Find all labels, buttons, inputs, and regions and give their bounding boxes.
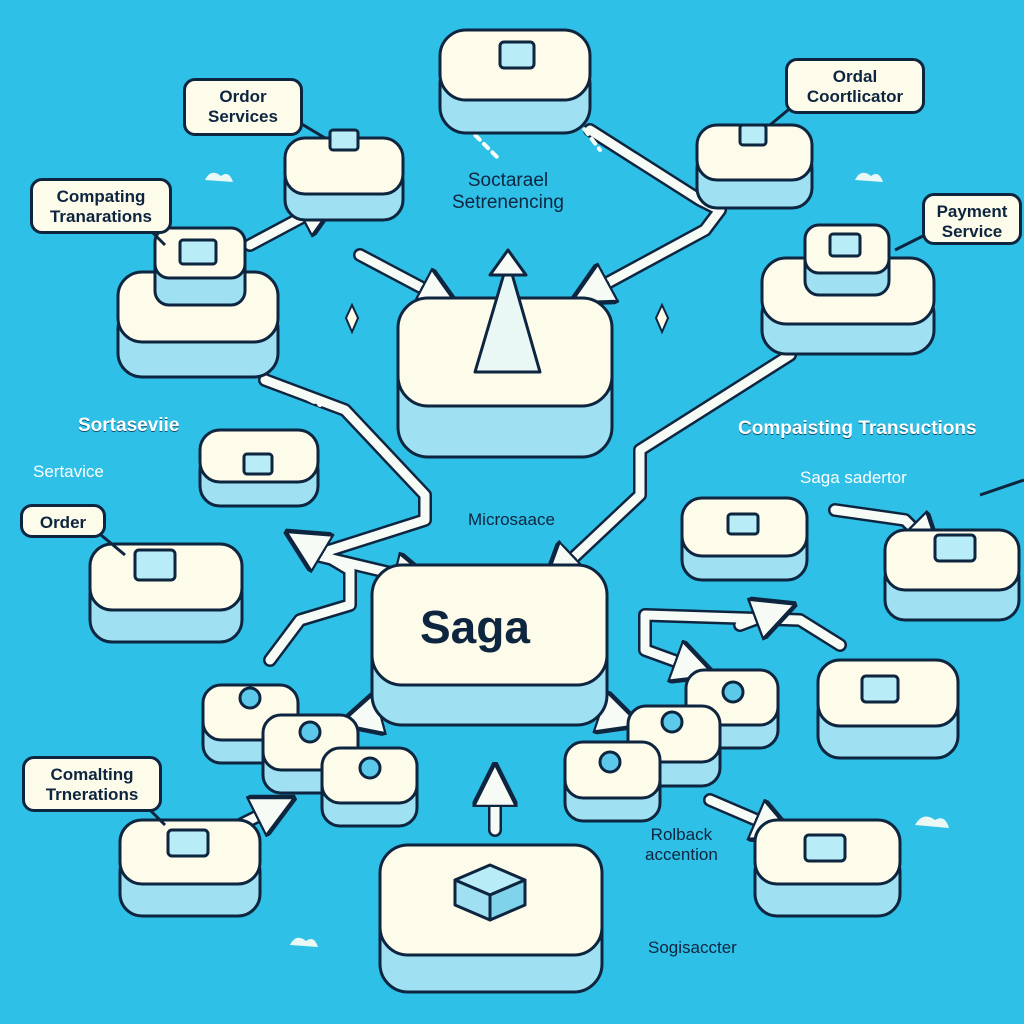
node-saga	[370, 563, 609, 727]
cloud-icon	[290, 937, 318, 947]
node-compating	[116, 226, 280, 379]
cloud-icon	[855, 172, 883, 182]
node-payment	[760, 223, 936, 356]
callout-payment-service: Payment Service	[922, 193, 1022, 245]
callout-compating-text: Compating Tranarations	[49, 187, 153, 226]
callout-order: Order	[20, 504, 106, 538]
callout-ordal-coordinator: Ordal Coortlicator	[785, 58, 925, 114]
label-sortaseviie: Sortaseviie	[78, 415, 180, 436]
node-bottom-right	[753, 818, 902, 918]
node-right-middle	[680, 496, 809, 582]
decorations	[205, 172, 949, 947]
callout-comalting: Comalting Trnerations	[22, 756, 162, 812]
callout-payment-service-text: Payment Service	[936, 202, 1008, 241]
node-cluster-right	[563, 668, 780, 823]
node-order-services	[283, 128, 405, 222]
callout-order-text: Order	[39, 513, 87, 532]
service-nodes	[88, 28, 1021, 994]
callout-comalting-text: Comalting Trnerations	[45, 765, 139, 804]
label-sogisaccter: Sogisaccter	[648, 938, 737, 957]
node-coordinator	[695, 123, 814, 210]
callout-order-services: Ordor Services	[183, 78, 303, 136]
cloud-icon	[205, 172, 233, 182]
label-sectarael: Soctarael Setrenencing	[452, 170, 564, 213]
node-cluster-left	[201, 683, 419, 828]
node-left-middle	[198, 428, 320, 508]
sparkle-icon	[654, 302, 670, 335]
label-rolback: Rolback accention	[645, 825, 718, 864]
node-comalting	[118, 818, 262, 918]
node-right-lower	[816, 658, 960, 760]
node-order	[88, 542, 244, 644]
callout-compating: Compating Tranarations	[30, 178, 172, 234]
saga-title: Saga	[420, 601, 530, 653]
label-sertavice: Sertavice	[33, 462, 104, 481]
node-saga-sadertor	[883, 528, 1021, 622]
callout-ordal-coordinator-text: Ordal Coortlicator	[806, 67, 904, 106]
label-saga-sadertor: Saga sadertor	[800, 468, 907, 487]
node-top-center	[438, 28, 592, 135]
sparkle-icon	[344, 302, 360, 335]
cloud-icon	[915, 816, 949, 828]
node-bottom-center	[378, 843, 604, 994]
label-microsaace: Microsaace	[468, 510, 555, 529]
node-sequencer	[396, 248, 614, 459]
label-compaisting: Compaisting Transuctions	[738, 418, 977, 439]
callout-order-services-text: Ordor Services	[208, 87, 278, 126]
arrow-connectors	[213, 108, 930, 835]
